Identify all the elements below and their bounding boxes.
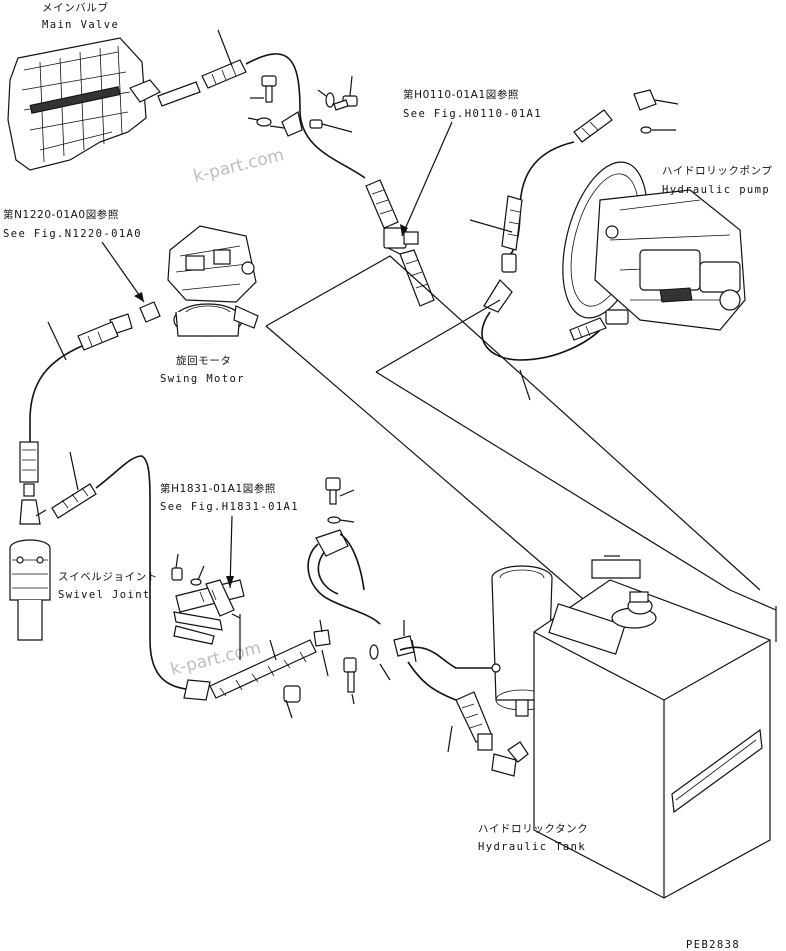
ref-h1831-label-en: See Fig.H1831-01A1: [160, 501, 299, 513]
ref-h0110-arrowhead: [400, 224, 408, 236]
main-valve-label-en: Main Valve: [42, 19, 119, 31]
swing-drain-hose: [19, 301, 161, 525]
bent-pipe: [307, 477, 381, 647]
swing-motor: [167, 225, 259, 337]
tee-fitting: [365, 179, 435, 307]
swing-motor-label-en: Swing Motor: [160, 373, 245, 385]
ref-h1831-arrowhead: [226, 576, 234, 588]
ref-h0110-label-en: See Fig.H0110-01A1: [403, 108, 542, 120]
hyd-tank-label-en: Hydraulic Tank: [478, 841, 586, 853]
watermark-1: k-part.com: [191, 145, 286, 187]
hydraulic-tank: [533, 555, 771, 899]
clamp-group: [171, 553, 245, 660]
ref-n1220-arrow: [101, 241, 145, 303]
swivel-joint-label-jp: スイベルジョイント: [58, 571, 158, 583]
hyd-pump-label-jp: ハイドロリックポンプ: [662, 165, 772, 177]
ref-h1831-label-jp: 第H1831-01A1図参照: [160, 482, 276, 495]
ref-n1220-arrowhead: [134, 292, 144, 302]
drawing-code: PEB2838: [686, 939, 740, 951]
main-valve-label-jp: メインバルブ: [42, 1, 109, 14]
ref-n1220-label-en: See Fig.N1220-01A0: [3, 228, 142, 240]
swivel-joint: [9, 539, 51, 641]
hyd-tank-label-jp: ハイドロリックタンク: [478, 823, 588, 835]
ref-n1220-label-jp: 第N1220-01A0図参照: [3, 208, 119, 221]
tank-fitting-bolts: [343, 620, 417, 705]
ref-h0110-arrow: [401, 121, 453, 237]
main-valve: [7, 37, 161, 171]
return-filter: [399, 565, 553, 717]
swing-motor-label-jp: 旋回モータ: [176, 354, 232, 367]
return-hose: [51, 451, 331, 719]
main-valve-hose: [157, 29, 366, 179]
hyd-pump-label-en: Hydraulic pump: [662, 184, 770, 196]
swivel-joint-label-en: Swivel Joint: [58, 589, 151, 601]
ref-h0110-label-jp: 第H0110-01A1図参照: [403, 88, 519, 101]
hydraulic-pump: [469, 89, 746, 401]
